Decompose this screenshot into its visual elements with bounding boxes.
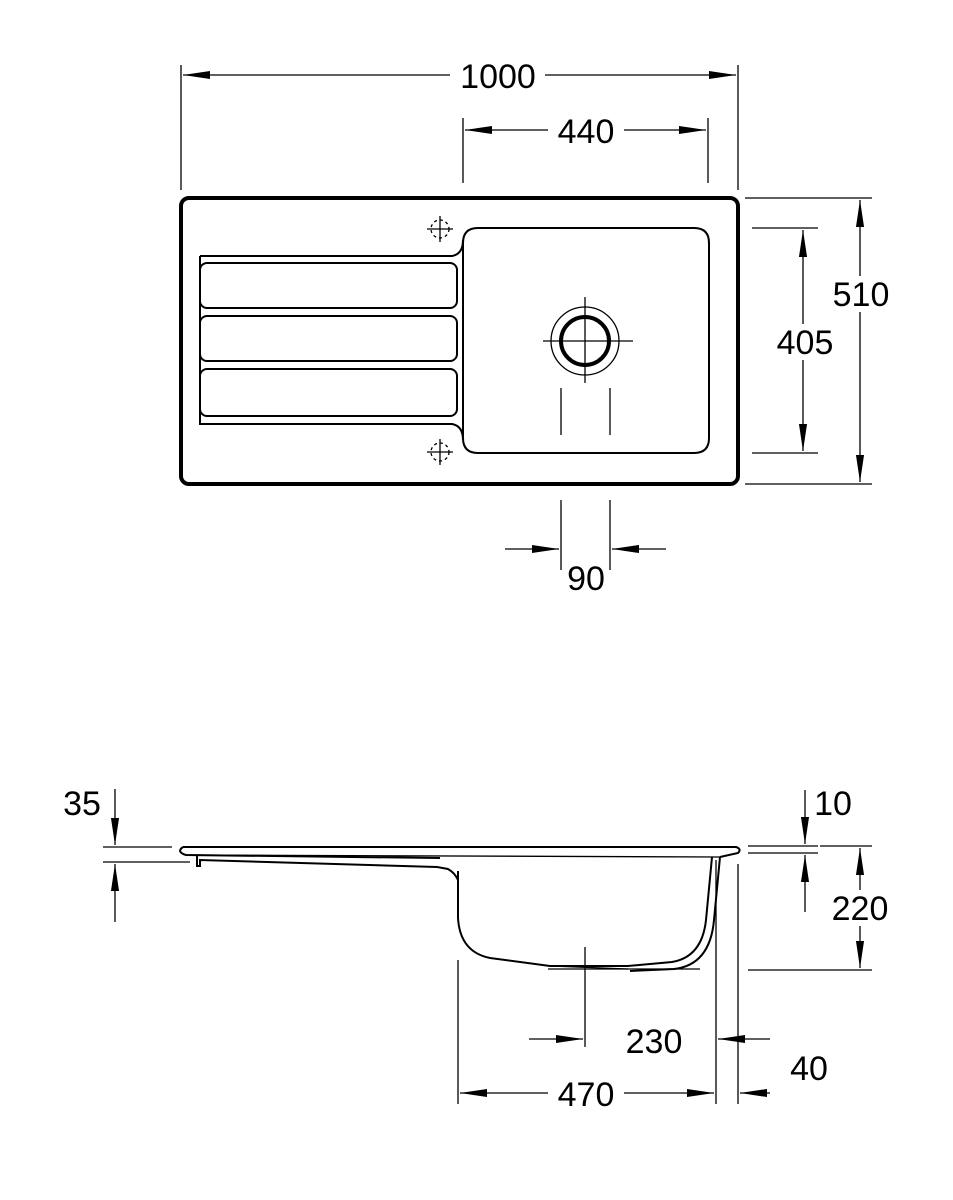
dimension-label-90: 90 bbox=[567, 560, 605, 598]
dimension-label-470: 470 bbox=[558, 1076, 615, 1114]
dimension-bowl-width: 440 bbox=[462, 113, 709, 183]
drainer-outline bbox=[199, 239, 464, 441]
dimension-label-440: 440 bbox=[558, 113, 615, 151]
tap-hole-marker-top bbox=[427, 216, 453, 242]
dimension-label-1000: 1000 bbox=[460, 58, 536, 96]
drainer-groove-3 bbox=[199, 368, 458, 417]
bowl-profile bbox=[457, 856, 713, 967]
tap-hole-marker-bottom bbox=[427, 439, 453, 465]
bowl-outline bbox=[462, 227, 710, 454]
dimension-waste-spacing: 90 bbox=[505, 544, 666, 598]
dimension-bowl-height: 220 bbox=[748, 845, 895, 971]
waste-outlet bbox=[543, 297, 633, 383]
dimension-rim-right: 10 bbox=[748, 785, 852, 912]
dimension-label-220: 220 bbox=[832, 890, 889, 928]
dimension-label-40: 40 bbox=[790, 1050, 828, 1088]
sink-outline bbox=[179, 196, 740, 486]
dimension-overall-width: 1000 bbox=[180, 58, 739, 190]
dimension-label-405: 405 bbox=[777, 324, 834, 362]
dimension-bowl-length: 470 bbox=[457, 860, 717, 1114]
top-view: 1000 440 510 405 bbox=[179, 58, 894, 598]
drainer-groove-1 bbox=[199, 262, 458, 309]
rim-profile bbox=[179, 846, 741, 859]
dimension-bowl-depth: 405 bbox=[752, 227, 838, 454]
dimension-label-10: 10 bbox=[814, 785, 852, 823]
dimension-label-35: 35 bbox=[63, 785, 101, 823]
dimension-edge-margin: 40 bbox=[737, 864, 828, 1104]
dimension-label-230: 230 bbox=[626, 1023, 683, 1061]
dimension-overall-depth: 510 bbox=[745, 197, 894, 485]
drainer-groove-2 bbox=[199, 315, 458, 362]
dimension-rim-left: 35 bbox=[63, 785, 190, 922]
side-view: 35 10 220 230 bbox=[63, 785, 895, 1114]
dimension-label-510: 510 bbox=[833, 276, 890, 314]
dimension-waste-offset: 230 bbox=[529, 1023, 770, 1061]
drainer-underside bbox=[196, 855, 459, 881]
